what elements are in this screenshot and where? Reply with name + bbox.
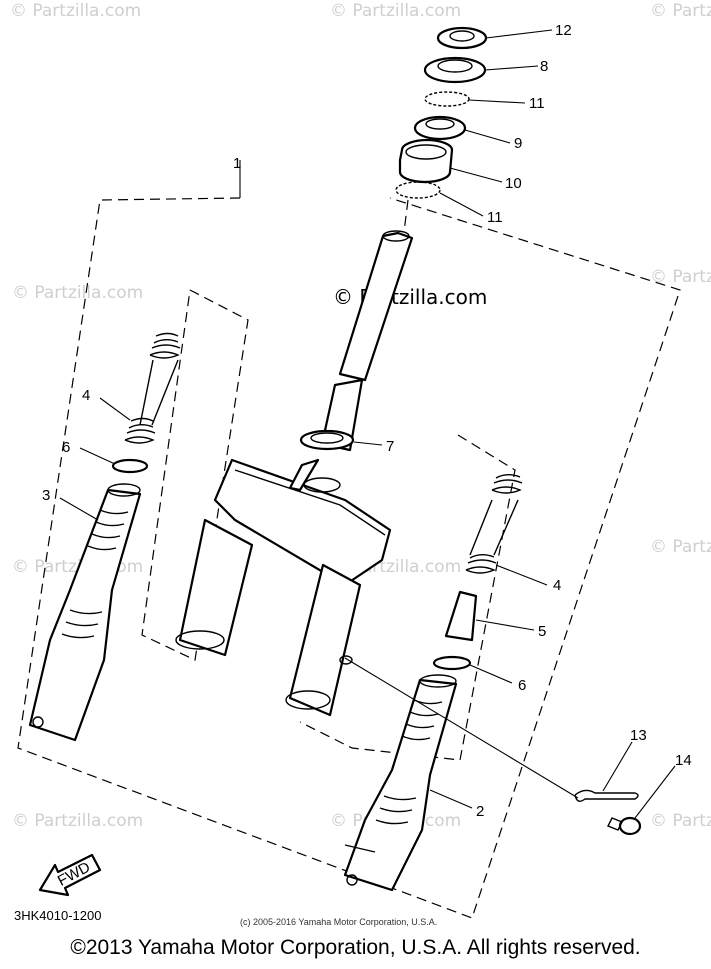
watermark: © Partzilla.com bbox=[12, 811, 143, 831]
callout-6: 6 bbox=[518, 677, 526, 694]
callout-8: 8 bbox=[540, 58, 548, 75]
nut-12 bbox=[436, 26, 488, 50]
watermark: © Partzilla.com bbox=[10, 1, 141, 21]
callout-1: 1 bbox=[233, 155, 241, 172]
damper-5 bbox=[444, 590, 478, 642]
callout-5: 5 bbox=[538, 623, 546, 640]
callout-numbers: 1 2 3 4 4 5 6 6 7 8 9 10 11 11 12 13 14 bbox=[42, 22, 692, 820]
part-number: 3HK4010-1200 bbox=[14, 908, 102, 923]
race-8 bbox=[423, 56, 487, 84]
fork-bridge bbox=[213, 458, 392, 587]
watermark: © Partzilla.com bbox=[330, 1, 461, 21]
center-watermark: © Partzilla.com bbox=[333, 285, 487, 309]
callout-2: 2 bbox=[476, 803, 484, 820]
stem-axis bbox=[403, 199, 409, 233]
ball-ring-11-bottom bbox=[395, 181, 441, 199]
watermark: © Partzilla.com bbox=[650, 267, 711, 287]
leader-lines bbox=[59, 29, 676, 819]
outer-tube-2 bbox=[343, 674, 458, 892]
callout-11: 11 bbox=[487, 209, 503, 226]
spring-4-left bbox=[124, 332, 181, 444]
bolt-14 bbox=[607, 816, 642, 836]
callout-12: 12 bbox=[555, 22, 572, 39]
steering-stem bbox=[320, 230, 414, 452]
footer-copyright: ©2013 Yamaha Motor Corporation, U.S.A. A… bbox=[70, 936, 641, 959]
callout-10: 10 bbox=[505, 175, 522, 192]
callout-14: 14 bbox=[675, 752, 692, 769]
spring-4-right bbox=[465, 474, 523, 574]
watermark: © Partzilla.com bbox=[12, 283, 143, 303]
race-10 bbox=[398, 138, 454, 184]
fork-leg-left bbox=[175, 518, 254, 657]
clip-13 bbox=[574, 789, 639, 802]
watermark: © Partzilla.com bbox=[650, 1, 711, 21]
ring-6-left bbox=[111, 458, 149, 474]
exploded-parts-diagram: © Partzilla.com © Partzilla.com © Partzi… bbox=[10, 1, 711, 919]
ring-6-right bbox=[432, 655, 472, 671]
callout-4: 4 bbox=[553, 577, 561, 594]
assembly-boundary bbox=[17, 197, 681, 919]
callout-11: 11 bbox=[529, 95, 545, 112]
left-fork-box bbox=[141, 289, 249, 661]
callout-9: 9 bbox=[514, 135, 522, 152]
fwd-arrow: FWD bbox=[38, 853, 102, 897]
callout-7: 7 bbox=[386, 438, 394, 455]
ball-ring-11-top bbox=[424, 91, 470, 107]
callout-3: 3 bbox=[42, 487, 50, 504]
race-9 bbox=[413, 115, 467, 141]
watermark-group: © Partzilla.com © Partzilla.com © Partzi… bbox=[10, 1, 711, 831]
outer-tube-3 bbox=[28, 483, 142, 742]
small-copyright: (c) 2005-2016 Yamaha Motor Corporation, … bbox=[240, 917, 438, 927]
fork-leg-right bbox=[285, 563, 362, 717]
watermark: © Partzilla.com bbox=[650, 811, 711, 831]
callout-6: 6 bbox=[62, 439, 70, 456]
callout-13: 13 bbox=[630, 727, 647, 744]
seal-7 bbox=[299, 429, 355, 451]
watermark: © Partzilla.com bbox=[650, 537, 711, 557]
callout-4: 4 bbox=[82, 387, 90, 404]
